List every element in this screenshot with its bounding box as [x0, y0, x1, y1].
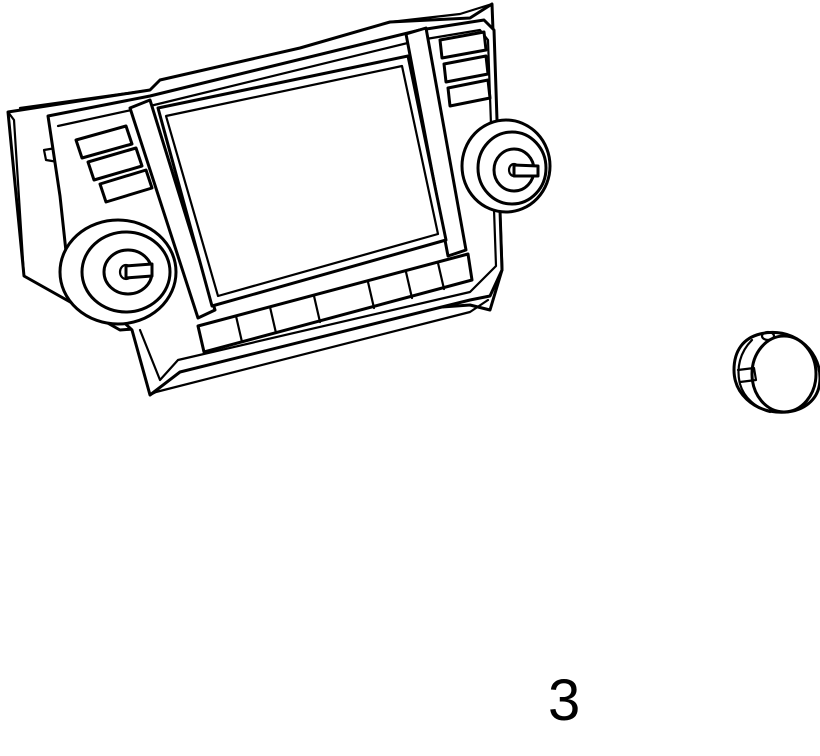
preset-divider-4 [366, 280, 376, 310]
left-knob-pointer [124, 262, 154, 280]
left-button-cluster [74, 124, 154, 204]
preset-divider-3 [312, 294, 322, 324]
left-button-2 [86, 146, 144, 182]
right-knob [460, 118, 552, 214]
preset-divider-1 [234, 314, 244, 344]
left-button-3 [98, 168, 154, 204]
preset-button-row [196, 252, 474, 354]
left-button-1 [74, 124, 134, 160]
callout-number: 3 [548, 668, 581, 733]
right-button-3 [446, 78, 492, 108]
knob-front-face [750, 334, 818, 414]
right-button-1 [438, 30, 488, 60]
preset-button-strip [196, 252, 474, 354]
right-button-2 [442, 54, 490, 84]
right-button-cluster [438, 30, 492, 108]
left-accent-strip [128, 98, 217, 320]
navigation-head-unit [6, 2, 552, 397]
display-screen-inner [164, 64, 440, 298]
replacement-knob [732, 330, 820, 414]
preset-divider-5 [404, 270, 414, 300]
right-knob-pointer [512, 163, 540, 178]
unit-top-rim [18, 2, 494, 110]
unit-left-side [6, 110, 26, 278]
bezel-bottom-lip [148, 298, 490, 397]
left-knob [58, 218, 178, 326]
display-screen [156, 54, 448, 308]
preset-divider-2 [268, 305, 278, 335]
knob-indicator-notch [736, 366, 758, 384]
knob-skirt-edge [737, 338, 772, 414]
preset-divider-6 [436, 261, 446, 291]
knob-top-dimple [760, 330, 776, 342]
